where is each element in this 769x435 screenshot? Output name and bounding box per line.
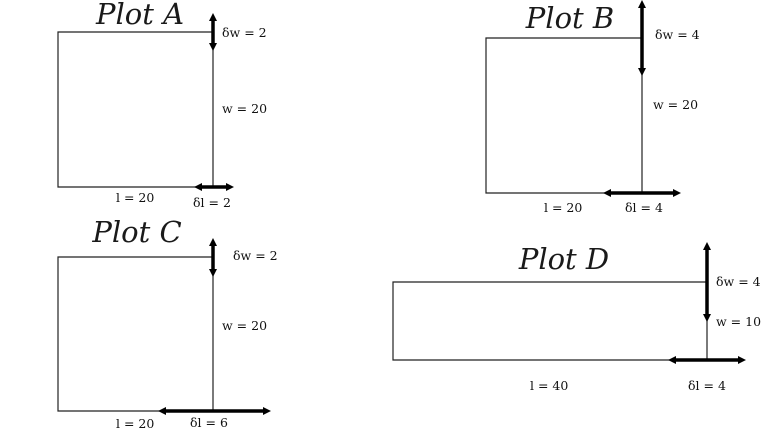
plot-b-l-label: l = 20 [544, 200, 582, 215]
plot-a-title: Plot A [95, 0, 184, 31]
plot-a-outline [57, 31, 214, 188]
plot-d-title: Plot D [518, 242, 609, 276]
plot-d-w-label: w = 10 [716, 314, 761, 329]
plot-b-outline [485, 37, 643, 194]
plot-b-title: Plot B [525, 1, 614, 35]
plot-c-l-label: l = 20 [116, 416, 154, 431]
plot-a-w-label: w = 20 [222, 101, 267, 116]
plot-c-outline [57, 256, 214, 412]
plot-a-dl-label: δl = 2 [193, 195, 231, 210]
plot-d-dl-label: δl = 4 [688, 378, 726, 393]
plot-b-dw-label: δw = 4 [655, 27, 700, 42]
plot-d-dw-label: δw = 4 [716, 274, 761, 289]
plot-d-outline [392, 281, 708, 361]
plot-c: Plot C δw = 2 w = 20 l = 20 δl = 6 [57, 215, 278, 431]
plot-c-w-label: w = 20 [222, 318, 267, 333]
plot-a: Plot A δw = 2 w = 20 l = 20 δl = 2 [57, 0, 267, 210]
plot-a-l-label: l = 20 [116, 190, 154, 205]
plot-d-l-label: l = 40 [530, 378, 568, 393]
plot-b-w-label: w = 20 [653, 97, 698, 112]
plot-d: Plot D δw = 4 w = 10 l = 40 δl = 4 [392, 242, 761, 393]
plot-c-title: Plot C [91, 215, 181, 249]
plot-c-dw-label: δw = 2 [233, 248, 278, 263]
plot-a-dw-label: δw = 2 [222, 25, 267, 40]
plot-b-dl-label: δl = 4 [625, 200, 663, 215]
plot-b: Plot B δw = 4 w = 20 l = 20 δl = 4 [485, 0, 700, 215]
plot-c-dl-label: δl = 6 [190, 415, 228, 430]
